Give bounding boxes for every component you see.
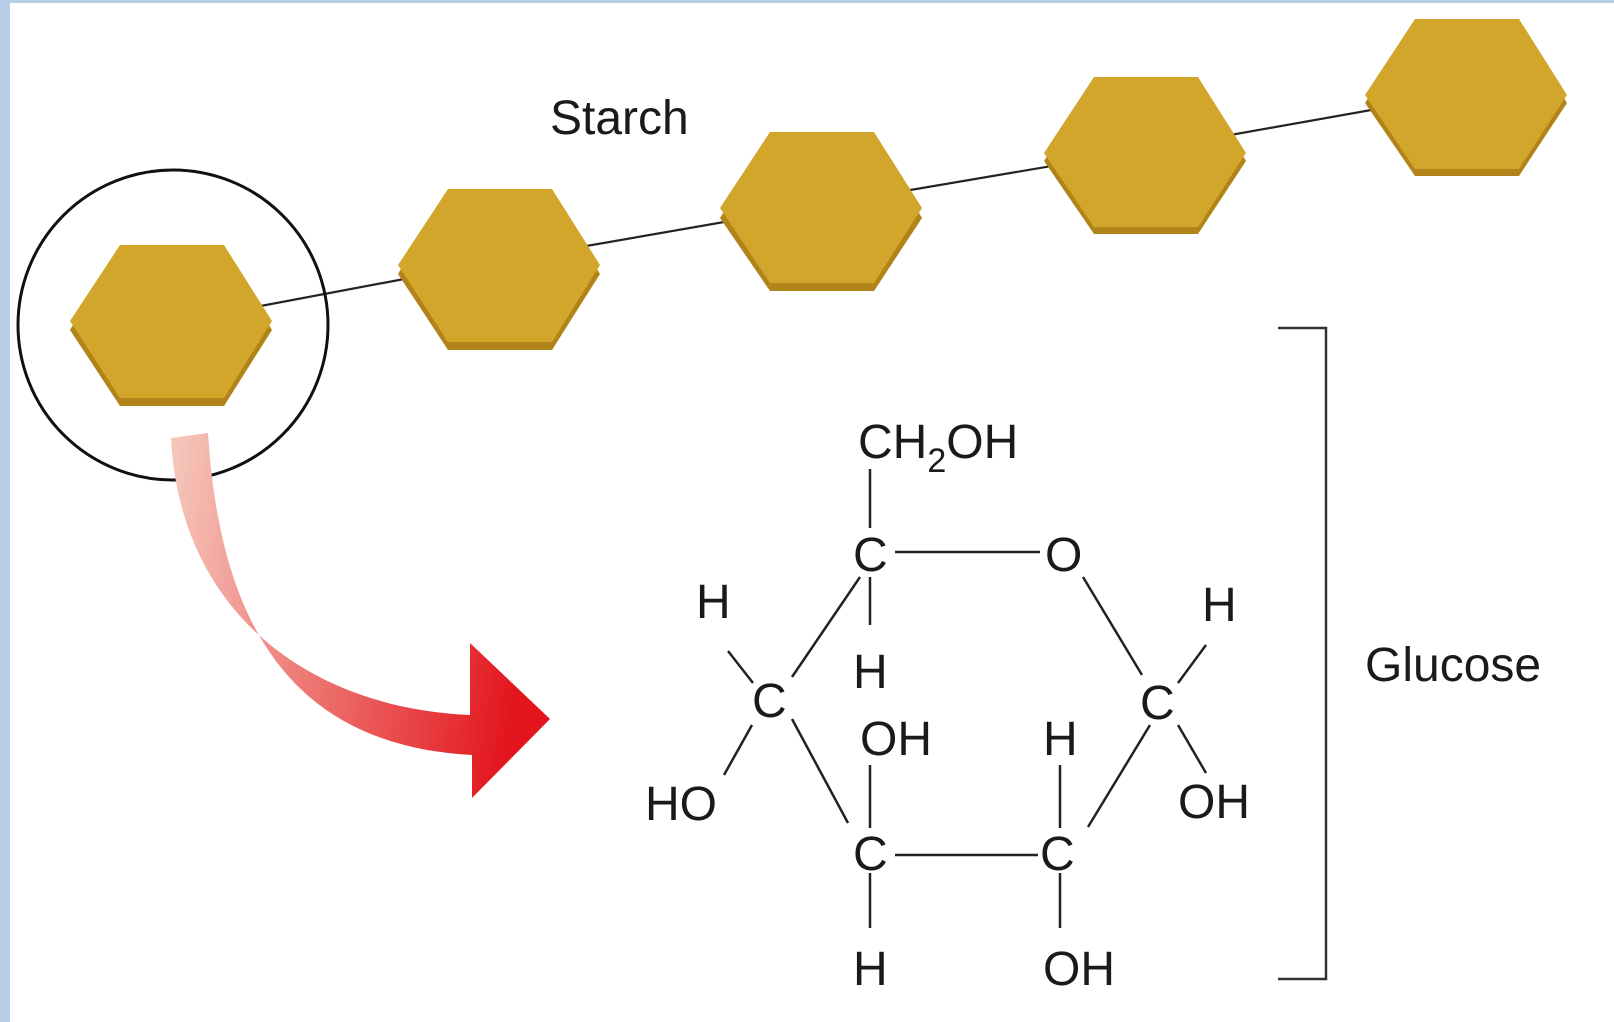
oh-c1: OH — [1178, 776, 1250, 829]
starch-monomer-1 — [70, 245, 272, 406]
starch-monomer-4 — [1044, 77, 1246, 234]
carbon-2: C — [1040, 828, 1075, 881]
carbon-1: C — [1140, 677, 1175, 730]
carbon-5: C — [853, 529, 888, 582]
starch-label: Starch — [550, 92, 689, 145]
starch-monomer-2 — [398, 189, 600, 350]
diagram-canvas: Starch Glucose CH2OH C O H C H HO C H OH… — [10, 3, 1614, 1022]
carbon-3: C — [853, 828, 888, 881]
glucose-structure: CH2OH C O H C H HO C H OH C OH H C H — [645, 416, 1250, 996]
ho-c4: HO — [645, 778, 717, 831]
oh-c2: OH — [1043, 943, 1115, 996]
h-c1: H — [1202, 579, 1237, 632]
oh-c3: OH — [860, 713, 932, 766]
h-c3: H — [853, 943, 888, 996]
h-c5: H — [853, 646, 888, 699]
glucose-label: Glucose — [1365, 639, 1541, 692]
glucose-bracket — [1278, 326, 1328, 981]
h-c2: H — [1043, 713, 1078, 766]
starch-monomer-5 — [1365, 19, 1567, 176]
carbon-4: C — [752, 675, 787, 728]
curved-arrow — [171, 433, 550, 798]
starch-monomer-3 — [720, 132, 922, 291]
highlight-circle — [16, 168, 330, 482]
ch2oh-group: CH2OH — [858, 416, 1018, 480]
h-c4: H — [696, 576, 731, 629]
ring-oxygen: O — [1045, 529, 1082, 582]
